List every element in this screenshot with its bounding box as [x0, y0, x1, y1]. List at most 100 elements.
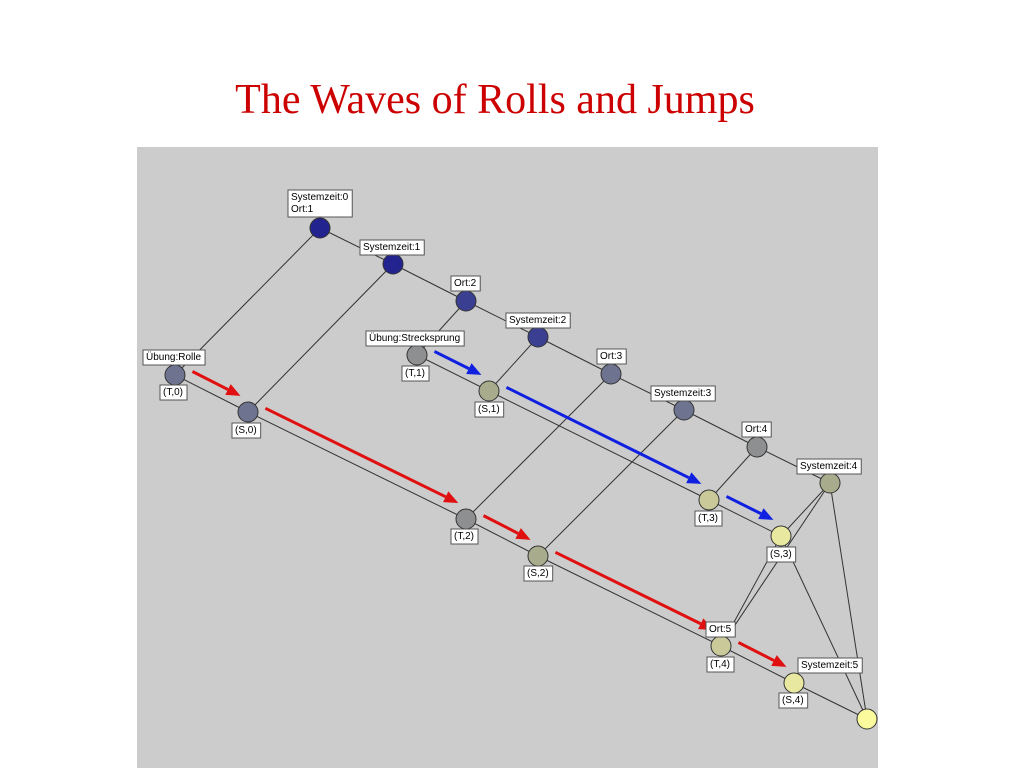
node-label-n3-box	[450, 275, 481, 292]
node-label-s4-text: Systemzeit:5	[801, 660, 859, 671]
edge-n2-n3	[392, 263, 467, 302]
node-sublabel-s0: (S,0)	[231, 422, 262, 439]
node-sublabel-t3-box	[694, 510, 723, 527]
edge-s4-n9	[793, 682, 868, 720]
node-label-n7-box	[741, 421, 772, 438]
edge-t4-s4	[720, 645, 795, 684]
graph-node-n5	[600, 363, 622, 385]
node-sublabel-s1: (S,1)	[474, 401, 505, 418]
node-sublabel-s0-box	[231, 422, 262, 439]
node-sublabel-t4: (T,4)	[706, 656, 735, 673]
graph-node-n2	[382, 253, 404, 275]
edge-n7-n8	[756, 446, 831, 484]
node-label-n2-box	[359, 239, 425, 256]
node-label-t4-text: Ort:5	[709, 624, 732, 635]
node-label-n2: Systemzeit:1	[359, 239, 425, 256]
edge-n8-n9	[829, 482, 868, 720]
node-label-n3-text: Ort:2	[454, 278, 477, 289]
graph-node-n7	[746, 436, 768, 458]
flow-arrow-head-7	[758, 508, 774, 520]
node-sublabel-t0-box	[159, 384, 188, 401]
node-sublabel-s0-text: (S,0)	[235, 425, 257, 436]
node-sublabel-t4-text: (T,4)	[710, 659, 730, 670]
node-label-s4-box	[797, 657, 863, 674]
node-label-n7: Ort:4	[741, 421, 772, 438]
node-sublabel-t4-box	[706, 656, 735, 673]
node-label-n8-box	[796, 458, 862, 475]
flow-arrow-2	[482, 514, 519, 535]
edge-n2-s0	[247, 263, 394, 413]
node-sublabel-s3-text: (S,3)	[770, 549, 792, 560]
node-label-t1-box	[365, 330, 465, 347]
graph-node-s0	[237, 401, 259, 423]
graph-node-n8	[819, 472, 841, 494]
node-sublabel-t1-text: (T,1)	[405, 368, 425, 379]
edge-n4-s1	[488, 336, 539, 392]
edge-n1-n2	[319, 227, 394, 265]
node-sublabel-t3: (T,3)	[694, 510, 723, 527]
node-label-n2-text: Systemzeit:1	[363, 242, 421, 253]
node-label-t0-box	[142, 349, 206, 366]
edge-t0-s0	[174, 374, 249, 413]
node-label-n5-text: Ort:3	[600, 351, 623, 362]
edge-n5-n6	[610, 373, 685, 411]
node-sublabel-s1-text: (S,1)	[478, 404, 500, 415]
node-sublabel-s4-text: (S,4)	[782, 695, 804, 706]
edge-n7-t3	[708, 446, 758, 501]
node-label-n8: Systemzeit:4	[796, 458, 862, 475]
graph-node-t0	[164, 364, 186, 386]
graph-node-t2	[455, 508, 477, 530]
diagram-panel	[137, 147, 878, 768]
graph-node-t1	[406, 344, 428, 366]
graph-node-s3	[770, 525, 792, 547]
node-label-t0-text: Übung:Rolle	[146, 351, 201, 363]
node-sublabel-t2: (T,2)	[450, 528, 479, 545]
node-label-n4-box	[505, 312, 571, 329]
node-label-n5-box	[596, 348, 627, 365]
node-label-n4-text: Systemzeit:2	[509, 315, 567, 326]
node-label-n1-box	[287, 189, 353, 218]
graph-node-n9	[856, 708, 878, 730]
flow-arrow-head-4	[771, 655, 787, 667]
node-label-n5: Ort:3	[596, 348, 627, 365]
flow-arrow-1	[264, 406, 447, 499]
node-sublabel-s2-box	[523, 565, 554, 582]
node-label-n4: Systemzeit:2	[505, 312, 571, 329]
node-label-n3: Ort:2	[450, 275, 481, 292]
node-sublabel-t0: (T,0)	[159, 384, 188, 401]
graph-node-s1	[478, 380, 500, 402]
node-label-s4: Systemzeit:5	[797, 657, 863, 674]
edge-s1-t3	[488, 390, 710, 501]
graph-node-n6	[673, 399, 695, 421]
node-sublabel-t2-box	[450, 528, 479, 545]
flow-arrow-0	[191, 370, 229, 391]
edge-n8-t4	[720, 482, 831, 647]
node-label-t0: Übung:Rolle	[142, 349, 206, 366]
node-sublabel-t1-box	[401, 365, 430, 382]
edge-s2-t4	[537, 555, 722, 647]
node-label-t4: Ort:5	[705, 621, 736, 638]
node-sublabel-s2: (S,2)	[523, 565, 554, 582]
graph-node-t4	[710, 635, 732, 657]
node-sublabel-s4-box	[778, 692, 809, 709]
node-label-n6-text: Systemzeit:3	[654, 388, 712, 399]
node-label-t1: Übung:Strecksprung	[365, 330, 465, 347]
flow-arrow-3	[554, 550, 702, 626]
edge-t3-s3	[708, 499, 782, 537]
node-sublabel-t0-text: (T,0)	[163, 387, 183, 398]
edge-n3-n4	[465, 300, 539, 338]
nodes-layer	[164, 217, 878, 730]
slide-title: The Waves of Rolls and Jumps	[235, 77, 755, 123]
edge-n5-t2	[465, 373, 612, 520]
graph-node-s2	[527, 545, 549, 567]
node-sublabel-t2-text: (T,2)	[454, 531, 474, 542]
flow-arrow-5	[433, 350, 470, 370]
node-sublabel-s1-box	[474, 401, 505, 418]
flow-arrow-4	[737, 641, 775, 662]
edge-n4-n5	[537, 336, 612, 375]
graph-node-t3	[698, 489, 720, 511]
node-sublabel-t3-text: (T,3)	[698, 513, 718, 524]
flow-arrow-head-1	[443, 491, 459, 503]
node-sublabel-t1: (T,1)	[401, 365, 430, 382]
